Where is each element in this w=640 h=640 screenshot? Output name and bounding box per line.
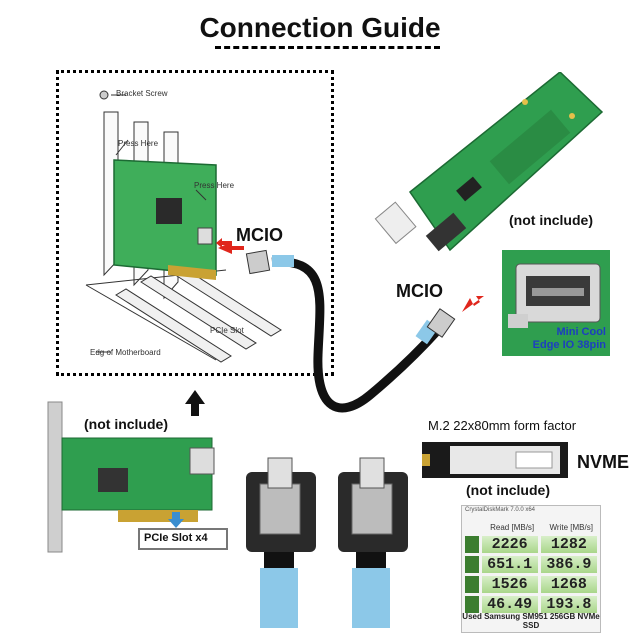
mcio-connector-closeups [246,457,408,628]
benchmark-write-header: Write [MB/s] [549,522,593,532]
mini-cool-edge-connector-photo [502,250,610,356]
pcie-slot-label: PCIe Slot [210,326,244,335]
bracket-screw-label: Bracket Screw [116,89,168,98]
benchmark-read-value: 1526 [481,576,538,593]
page-title: Connection Guide [199,12,441,43]
benchmark-read-value: 651.1 [481,556,538,573]
benchmark-footer: Used Samsung SM951 256GB NVMe SSD [462,612,600,630]
m2-adapter-board [374,72,604,252]
benchmark-row-button[interactable] [465,556,479,573]
benchmark-read-value: 46.49 [481,596,538,613]
benchmark-row-button[interactable] [465,536,479,553]
mcio-label-right: MCIO [396,281,443,301]
down-arrow-icon [168,512,184,528]
m2-form-factor-label: M.2 22x80mm form factor [428,418,577,433]
press-here-label-2: Press Here [194,181,235,190]
benchmark-row: 2226 1282 [462,535,600,554]
pcie-slot-x4-label: PCIe Slot x4 [144,532,208,544]
connector-caption-line-2: Edge IO 38pin [532,339,606,351]
benchmark-app-title: CrystalDiskMark 7.0.0 x64 [465,507,536,513]
connector-caption: Mini Cool Edge IO 38pin [510,326,606,352]
press-here-label-1: Press Here [118,139,159,148]
not-include-label-left: (not include) [84,416,168,432]
benchmark-read-value: 2226 [481,536,538,553]
pcie-adapter-card-photo [47,401,215,553]
benchmark-row-button[interactable] [465,596,479,613]
not-include-label-top: (not include) [509,212,593,228]
benchmark-write-value: 1268 [540,576,597,593]
benchmark-row: 46.49 193.8 [462,595,600,614]
benchmark-row: 1526 1268 [462,575,600,594]
benchmark-row-button[interactable] [465,576,479,593]
benchmark-read-header: Read [MB/s] [490,522,535,532]
benchmark-panel: CrystalDiskMark 7.0.0 x64 Read [MB/s] Wr… [461,505,601,633]
title-underline [215,46,440,49]
nvme-label: NVME [577,452,630,472]
installation-diagram [85,90,282,363]
nvme-ssd-photo [422,442,568,478]
mcio-label-left: MCIO [236,225,283,245]
not-include-label-nvme: (not include) [466,482,550,498]
pcie-slot-x4-box [138,528,228,550]
installation-diagram-frame [56,70,334,376]
benchmark-write-value: 1282 [540,536,597,553]
benchmark-write-value: 193.8 [540,596,597,613]
motherboard-label: Edg of Motherboard [90,348,161,357]
benchmark-write-value: 386.9 [540,556,597,573]
connector-caption-line-1: Mini Cool [556,326,607,338]
benchmark-row: 651.1 386.9 [462,555,600,574]
